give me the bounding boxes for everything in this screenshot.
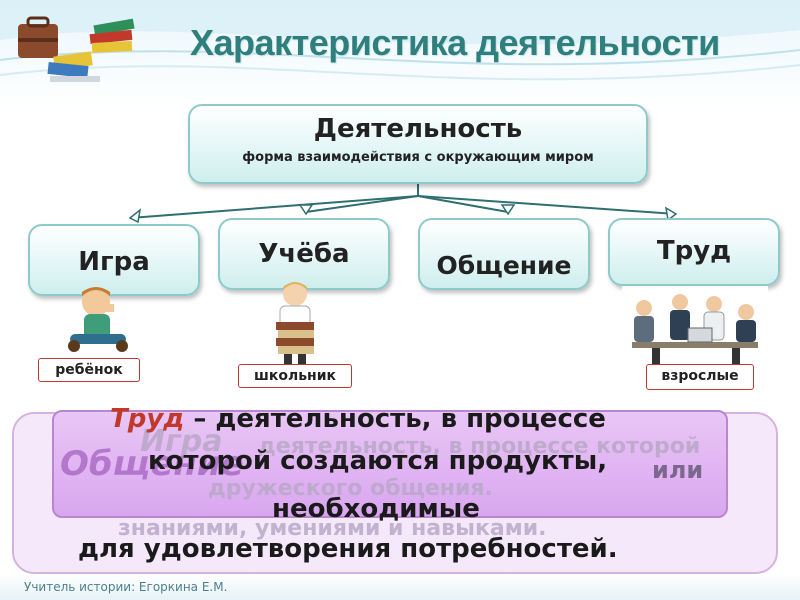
page-title: Характеристика деятельности <box>190 22 720 63</box>
activity-subtitle: форма взаимодействия с окружающим миром <box>242 150 594 165</box>
ghost-line-b: или <box>652 456 704 484</box>
definition-term: Труд <box>110 404 185 434</box>
footer-bar <box>0 574 800 600</box>
person-tag-child: ребёнок <box>38 358 140 382</box>
definition-line-3: необходимые <box>272 494 480 524</box>
activity-heading: Деятельность <box>313 114 523 144</box>
type-label-study: Учёба <box>258 239 350 269</box>
type-box-communication: Общение <box>418 218 590 290</box>
person-tag-pupil: школьник <box>238 364 352 388</box>
ghost-line-a: деятельность, в процессе которой <box>258 434 701 459</box>
activity-box: Деятельность форма взаимодействия с окру… <box>188 104 648 184</box>
type-label-work: Труд <box>656 236 732 266</box>
type-box-game: Игра <box>28 224 200 296</box>
definition-line-4: для удовлетворения потребностей. <box>78 534 618 564</box>
definition-line-1-rest: – деятельность, в процессе <box>184 404 606 434</box>
person-tag-adults: взрослые <box>646 364 754 390</box>
type-box-study: Учёба <box>218 218 390 290</box>
footer-author: Учитель истории: Егоркина Е.М. <box>24 580 228 594</box>
type-label-communication: Общение <box>436 251 572 280</box>
definition-line-2: которой создаются продукты, <box>148 446 608 476</box>
schoolboy-illustration <box>276 282 314 364</box>
ghost-line-d: знаниями, умениями и навыками. <box>118 516 547 541</box>
ghost-line-c: дружеского общения. <box>208 476 493 501</box>
books-and-briefcase-icon <box>18 16 135 82</box>
type-label-game: Игра <box>78 247 150 277</box>
ghost-term-communication: Общение <box>60 444 244 484</box>
ghost-term-game: Игра <box>140 424 223 459</box>
adults-working-illustration <box>622 286 768 364</box>
type-box-work: Труд <box>608 218 780 286</box>
child-illustration <box>68 287 128 352</box>
definition-line-1: Труд – деятельность, в процессе <box>110 404 606 434</box>
definition-panel-inner <box>52 410 728 518</box>
